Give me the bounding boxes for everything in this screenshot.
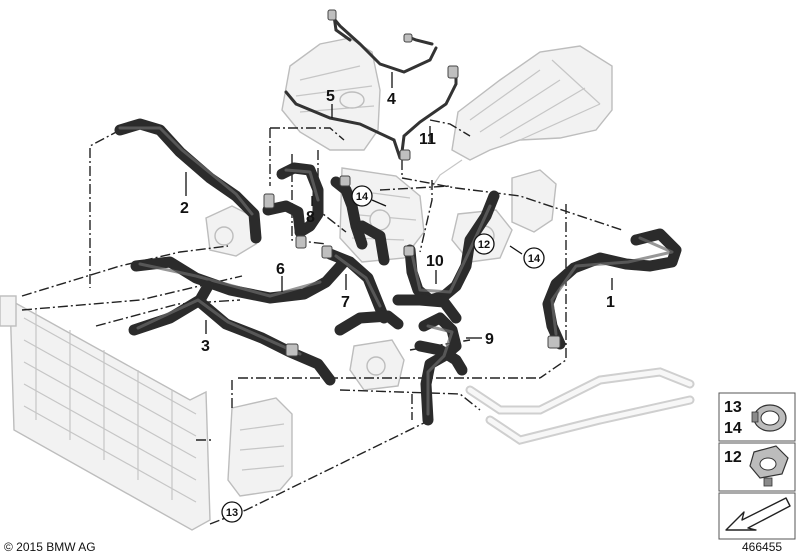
aux-water-pump-ghost <box>349 339 405 391</box>
intake-manifold-ghost <box>429 45 613 191</box>
svg-text:13: 13 <box>226 507 238 519</box>
svg-text:14: 14 <box>356 191 369 203</box>
hose-11-line[interactable] <box>400 68 458 154</box>
arrow-icon <box>725 497 791 531</box>
hose-clamp-spring-icon <box>749 445 789 487</box>
callout-numbers: 1 2 3 4 5 6 7 8 9 10 11 <box>180 88 615 355</box>
reservoir-ghost <box>227 397 293 497</box>
hose-6[interactable] <box>130 256 350 304</box>
thermostat-housing-ghost <box>205 205 257 257</box>
callout-11: 11 <box>419 131 436 148</box>
hose-9[interactable] <box>414 312 468 426</box>
ghost-pipe-lower-right <box>465 367 695 445</box>
diagram-id: 466455 <box>742 540 783 554</box>
callout-2: 2 <box>180 200 189 217</box>
hose-clamps <box>263 9 561 357</box>
copyright-text: © 2015 BMW AG <box>4 540 96 554</box>
hose-3[interactable] <box>128 280 336 386</box>
circled-callout-14-right: 14 <box>523 247 545 269</box>
legend-13: 13 <box>724 399 742 416</box>
callout-4: 4 <box>387 91 396 108</box>
svg-text:14: 14 <box>528 253 541 265</box>
hose-8[interactable] <box>262 162 324 238</box>
callout-8: 8 <box>306 209 315 226</box>
legend-14: 14 <box>724 420 742 437</box>
hose-clamp-round-icon <box>751 404 787 432</box>
callout-10: 10 <box>426 253 444 270</box>
hose-7[interactable] <box>324 248 404 336</box>
callout-9: 9 <box>485 331 494 348</box>
leader-lines <box>185 72 613 339</box>
circled-callout-14-upper: 14 <box>351 185 373 207</box>
callout-1: 1 <box>606 294 615 311</box>
radiator-ghost <box>0 295 211 531</box>
legend-12: 12 <box>724 449 742 466</box>
callout-5: 5 <box>326 88 335 105</box>
circled-callout-13: 13 <box>221 501 243 523</box>
callout-3: 3 <box>201 338 210 355</box>
circled-callout-12: 12 <box>473 233 495 255</box>
callout-6: 6 <box>276 261 285 278</box>
legend-panel: 13 14 12 <box>718 392 796 540</box>
hose-1[interactable] <box>542 228 682 350</box>
svg-text:12: 12 <box>478 239 490 251</box>
hose-center-pump[interactable] <box>330 176 390 266</box>
hose-2[interactable] <box>114 118 262 244</box>
callout-7: 7 <box>341 294 350 311</box>
